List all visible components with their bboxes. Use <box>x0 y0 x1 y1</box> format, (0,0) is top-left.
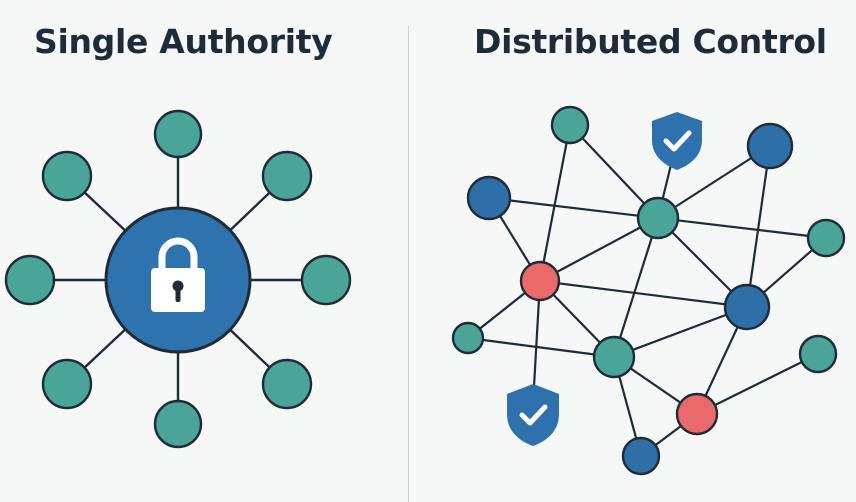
mesh-edge <box>745 145 772 308</box>
single-authority-title: Single Authority <box>34 22 333 61</box>
mesh-edge <box>696 353 819 415</box>
mesh-edge <box>538 124 572 282</box>
mesh-edge <box>612 217 660 358</box>
peripheral-node <box>41 150 93 202</box>
shield-check-icon <box>652 112 702 170</box>
mesh-edge <box>539 279 748 309</box>
mesh-edge <box>569 124 659 219</box>
peripheral-node <box>300 254 352 306</box>
mesh-node <box>636 196 680 240</box>
mesh-node <box>675 392 719 436</box>
peripheral-node <box>261 358 313 410</box>
mesh-node <box>592 335 636 379</box>
mesh-node <box>621 436 661 476</box>
peripheral-node <box>41 358 93 410</box>
peripheral-node <box>4 254 56 306</box>
lock-icon <box>151 237 205 312</box>
panel-divider <box>408 26 409 502</box>
peripheral-node <box>153 399 203 449</box>
shield-check-icon <box>507 384 559 446</box>
mesh-edge <box>539 217 659 282</box>
mesh-node <box>466 175 512 221</box>
mesh-node <box>806 218 846 258</box>
mesh-node <box>798 334 838 374</box>
peripheral-node <box>261 150 313 202</box>
distributed-mesh-nodes <box>451 105 846 476</box>
mesh-node <box>746 122 794 170</box>
distributed-control-title: Distributed Control <box>474 22 827 61</box>
mesh-node <box>723 283 771 331</box>
mesh-edge <box>613 305 748 359</box>
mesh-node <box>451 321 485 355</box>
peripheral-node <box>153 109 203 159</box>
mesh-node <box>550 105 590 145</box>
mesh-node <box>519 260 561 302</box>
mesh-edge <box>531 280 542 405</box>
mesh-edge <box>467 336 615 359</box>
